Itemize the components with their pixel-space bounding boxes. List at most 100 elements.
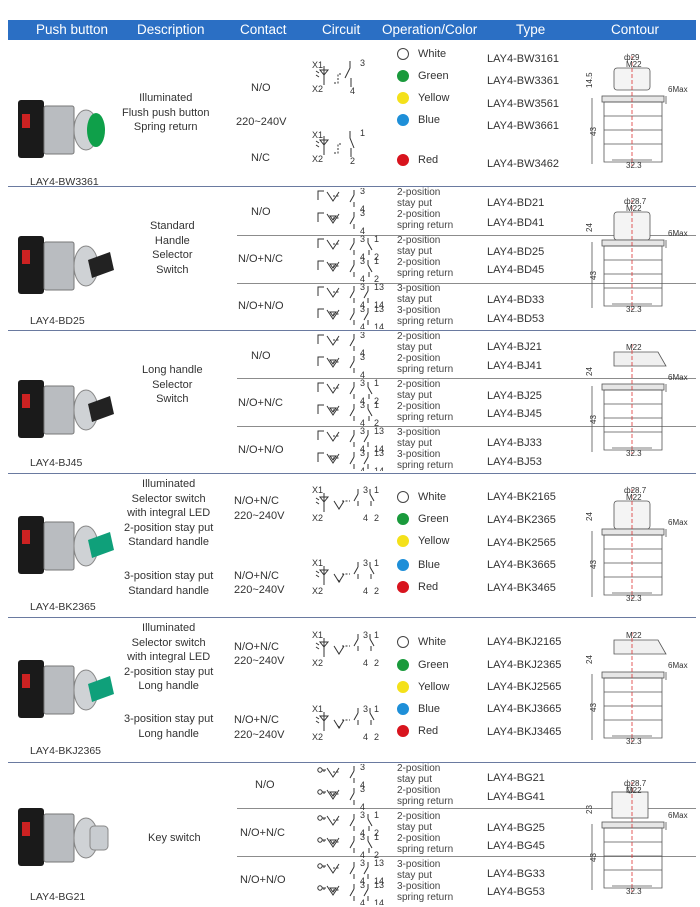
terminal-red-icon: [22, 394, 30, 408]
key-stem-icon: [322, 791, 326, 794]
dimension-label: 6Max: [668, 229, 688, 238]
key-symbol-icon: [317, 815, 323, 821]
contact-no-icon: [349, 238, 355, 255]
contact-no-icon: [349, 766, 355, 783]
circuit-terminal-label: 2: [374, 732, 379, 742]
circuit-terminal-label: 1: [374, 630, 379, 640]
product-photo: [18, 808, 109, 866]
circuit-terminal-label: X1: [312, 485, 323, 495]
circuit-terminal-label: 4: [360, 226, 365, 236]
dimension-lines-icon: [591, 96, 667, 164]
operation-label: 2-position spring return: [397, 833, 454, 855]
circuit-terminal-label: 2: [374, 274, 379, 284]
dimension-label: 6Max: [668, 811, 688, 820]
dimension-label: 6Max: [668, 85, 688, 94]
contact-type: 220~240V: [234, 584, 285, 596]
dimension-label: 32.3: [626, 449, 642, 458]
operation-label: 2-position stay put: [397, 763, 441, 785]
product-description-secondary: 3-position stay put Standard handle: [124, 570, 214, 597]
header-contact: Contact: [240, 22, 287, 37]
product-caption: LAY4-BK2365: [30, 601, 96, 613]
position-mid-icon: [337, 725, 341, 729]
contact-block-icon: [18, 516, 44, 574]
type-code: LAY4-BK3465: [487, 582, 556, 594]
row-separator: [237, 378, 696, 379]
circuit-terminal-label: 3: [360, 234, 365, 244]
type-code: LAY4-BJ53: [487, 456, 542, 468]
handle-symbol-icon: [317, 334, 324, 344]
color-indicator-icon: [397, 659, 409, 671]
operation-label: 2-position stay put: [397, 379, 441, 401]
contact-type: N/O: [251, 350, 271, 362]
group-separator: [8, 762, 696, 763]
dimension-label: 32.3: [626, 161, 642, 170]
led-diode-icon: [318, 712, 330, 731]
contact-type: N/O+N/O: [240, 874, 286, 886]
position-v-icon: [326, 453, 340, 464]
circuit-terminal-label: 3: [360, 352, 365, 362]
product-description: Standard Handle Selector Switch: [150, 220, 195, 276]
dimension-label: 24: [585, 655, 594, 664]
contact-type: 220~240V: [236, 116, 287, 128]
led-diode-icon: [318, 638, 330, 657]
mount-bracket-icon: [43, 665, 75, 715]
contact-type: N/O+N/C: [238, 397, 283, 409]
contact-type: N/O+N/C: [240, 827, 285, 839]
circuit-terminal-label: 3: [360, 858, 365, 868]
contact-nc-icon: [367, 814, 373, 831]
color-indicator-icon: [397, 559, 409, 571]
circuit-terminal-label: 4: [360, 876, 365, 886]
type-code: LAY4-BK2165: [487, 491, 556, 503]
contact-nc-icon: [367, 238, 373, 255]
contact-no-icon: [349, 356, 355, 373]
type-code: LAY4-BKJ2165: [487, 636, 562, 648]
header-contour: Contour: [611, 22, 660, 37]
contact-type: N/C: [251, 152, 270, 164]
circuit-terminal-label: 3: [360, 58, 365, 68]
circuit-terminal-label: 3: [360, 764, 365, 772]
product-photo: [18, 100, 105, 158]
position-v-icon: [326, 191, 340, 202]
contact-nc-icon: [367, 382, 373, 399]
type-code: LAY4-BG21: [487, 772, 545, 784]
circuit-terminal-label: 4: [360, 300, 365, 310]
circuit-terminal-label: 13: [374, 880, 384, 890]
dimension-label: ф28.7: [624, 197, 647, 206]
dimension-label: 24: [585, 512, 594, 521]
type-code: LAY4-BKJ2365: [487, 659, 562, 671]
contact-no-icon: [349, 260, 355, 277]
contact-type: N/O+N/O: [238, 444, 284, 456]
product-caption: LAY4-BJ45: [30, 457, 83, 469]
color-indicator-icon: [397, 154, 409, 166]
position-v-icon: [326, 261, 340, 272]
type-code: LAY4-BG33: [487, 868, 545, 880]
circuit-terminal-label: 3: [363, 704, 368, 714]
circuit-terminal-label: X2: [312, 732, 323, 742]
led-light-icon: [315, 642, 320, 650]
dimension-label: 32.3: [626, 594, 642, 603]
circuit-terminal-label: 4: [360, 204, 365, 214]
circuit-terminal-label: 3: [360, 832, 365, 842]
circuit-terminal-label: X1: [312, 558, 323, 568]
type-code: LAY4-BKJ3665: [487, 703, 562, 715]
circuit-terminal-label: X2: [312, 586, 323, 596]
header-push-button: Push button: [36, 22, 109, 37]
circuit-terminal-label: 3: [360, 208, 365, 218]
product-description: Illuminated Selector switch with integra…: [124, 478, 214, 548]
dimension-label: ф28.7: [624, 779, 647, 788]
circuit-terminal-label: 4: [360, 898, 365, 905]
mount-bracket-icon: [43, 105, 75, 155]
operation-label: 2-position stay put: [397, 187, 441, 209]
color-indicator-icon: [397, 725, 409, 737]
dimension-lines-icon: [591, 672, 667, 740]
group-separator: [8, 473, 696, 474]
body-outline-icon: [603, 827, 663, 889]
contact-no-icon: [349, 212, 355, 229]
type-code: LAY4-BK3665: [487, 559, 556, 571]
type-code: LAY4-BJ25: [487, 390, 542, 402]
circuit-terminal-label: 4: [363, 732, 368, 742]
type-code: LAY4-BD33: [487, 294, 545, 306]
circuit-terminal-label: 2: [374, 586, 379, 596]
